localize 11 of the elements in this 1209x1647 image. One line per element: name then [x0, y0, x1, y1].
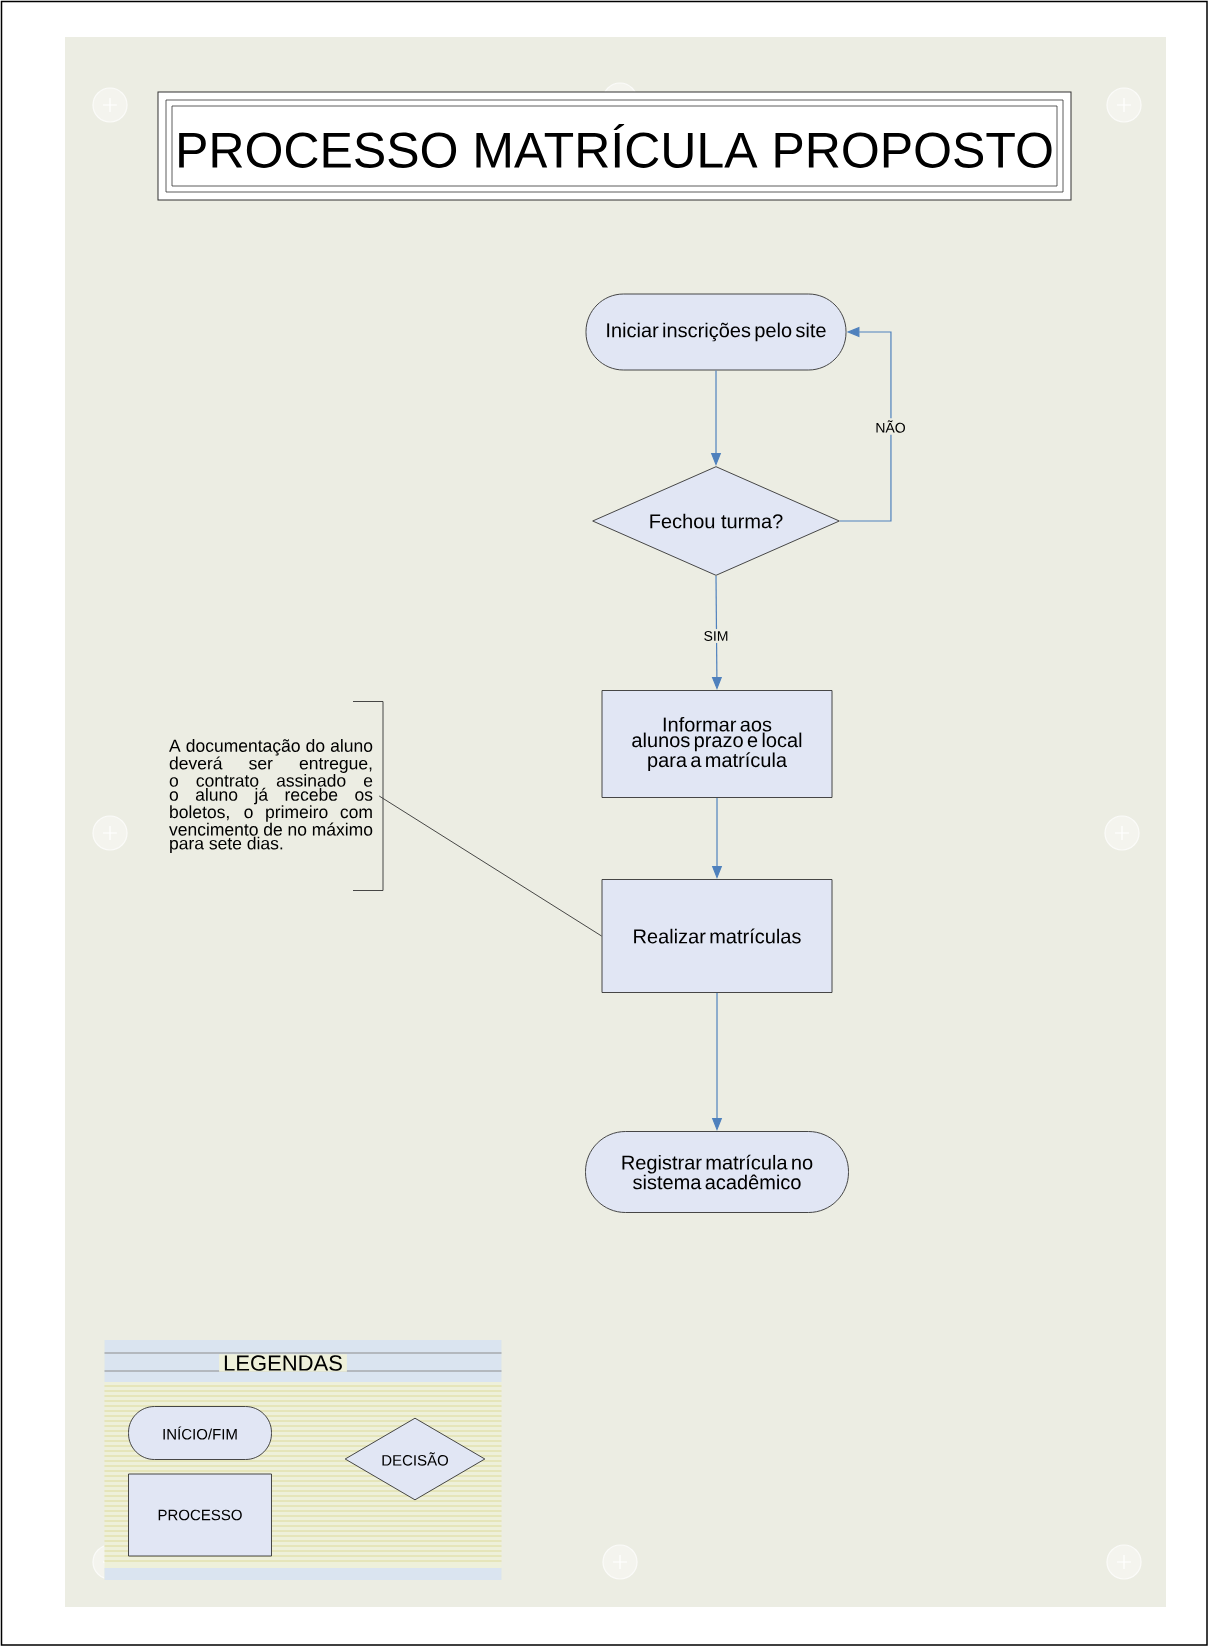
process-box: Realizar matrículas	[601, 879, 833, 993]
end-terminal: Registrar matrícula no sistema acadêmico	[585, 1131, 849, 1213]
start-terminal: Iniciar inscrições pelo site	[585, 293, 847, 371]
legend-terminal: INÍCIO/FIM	[128, 1406, 272, 1460]
edge-label: SIM	[701, 629, 731, 643]
process-box: Informar aos alunos prazo e local para a matrícula	[601, 690, 833, 798]
title-banner: PROCESSO MATRÍCULA PROPOSTO	[157, 91, 1072, 201]
leader-line	[378, 795, 602, 937]
annotation-note: A documentação do aluno deverá ser entregue, o contrato assinado e o aluno já recebe os boletos, o primeiro com vencimento de no máximo para sete dias.	[169, 701, 384, 891]
edge-label: NÃO	[873, 418, 908, 435]
legend-process-box: PROCESSO	[128, 1473, 272, 1557]
